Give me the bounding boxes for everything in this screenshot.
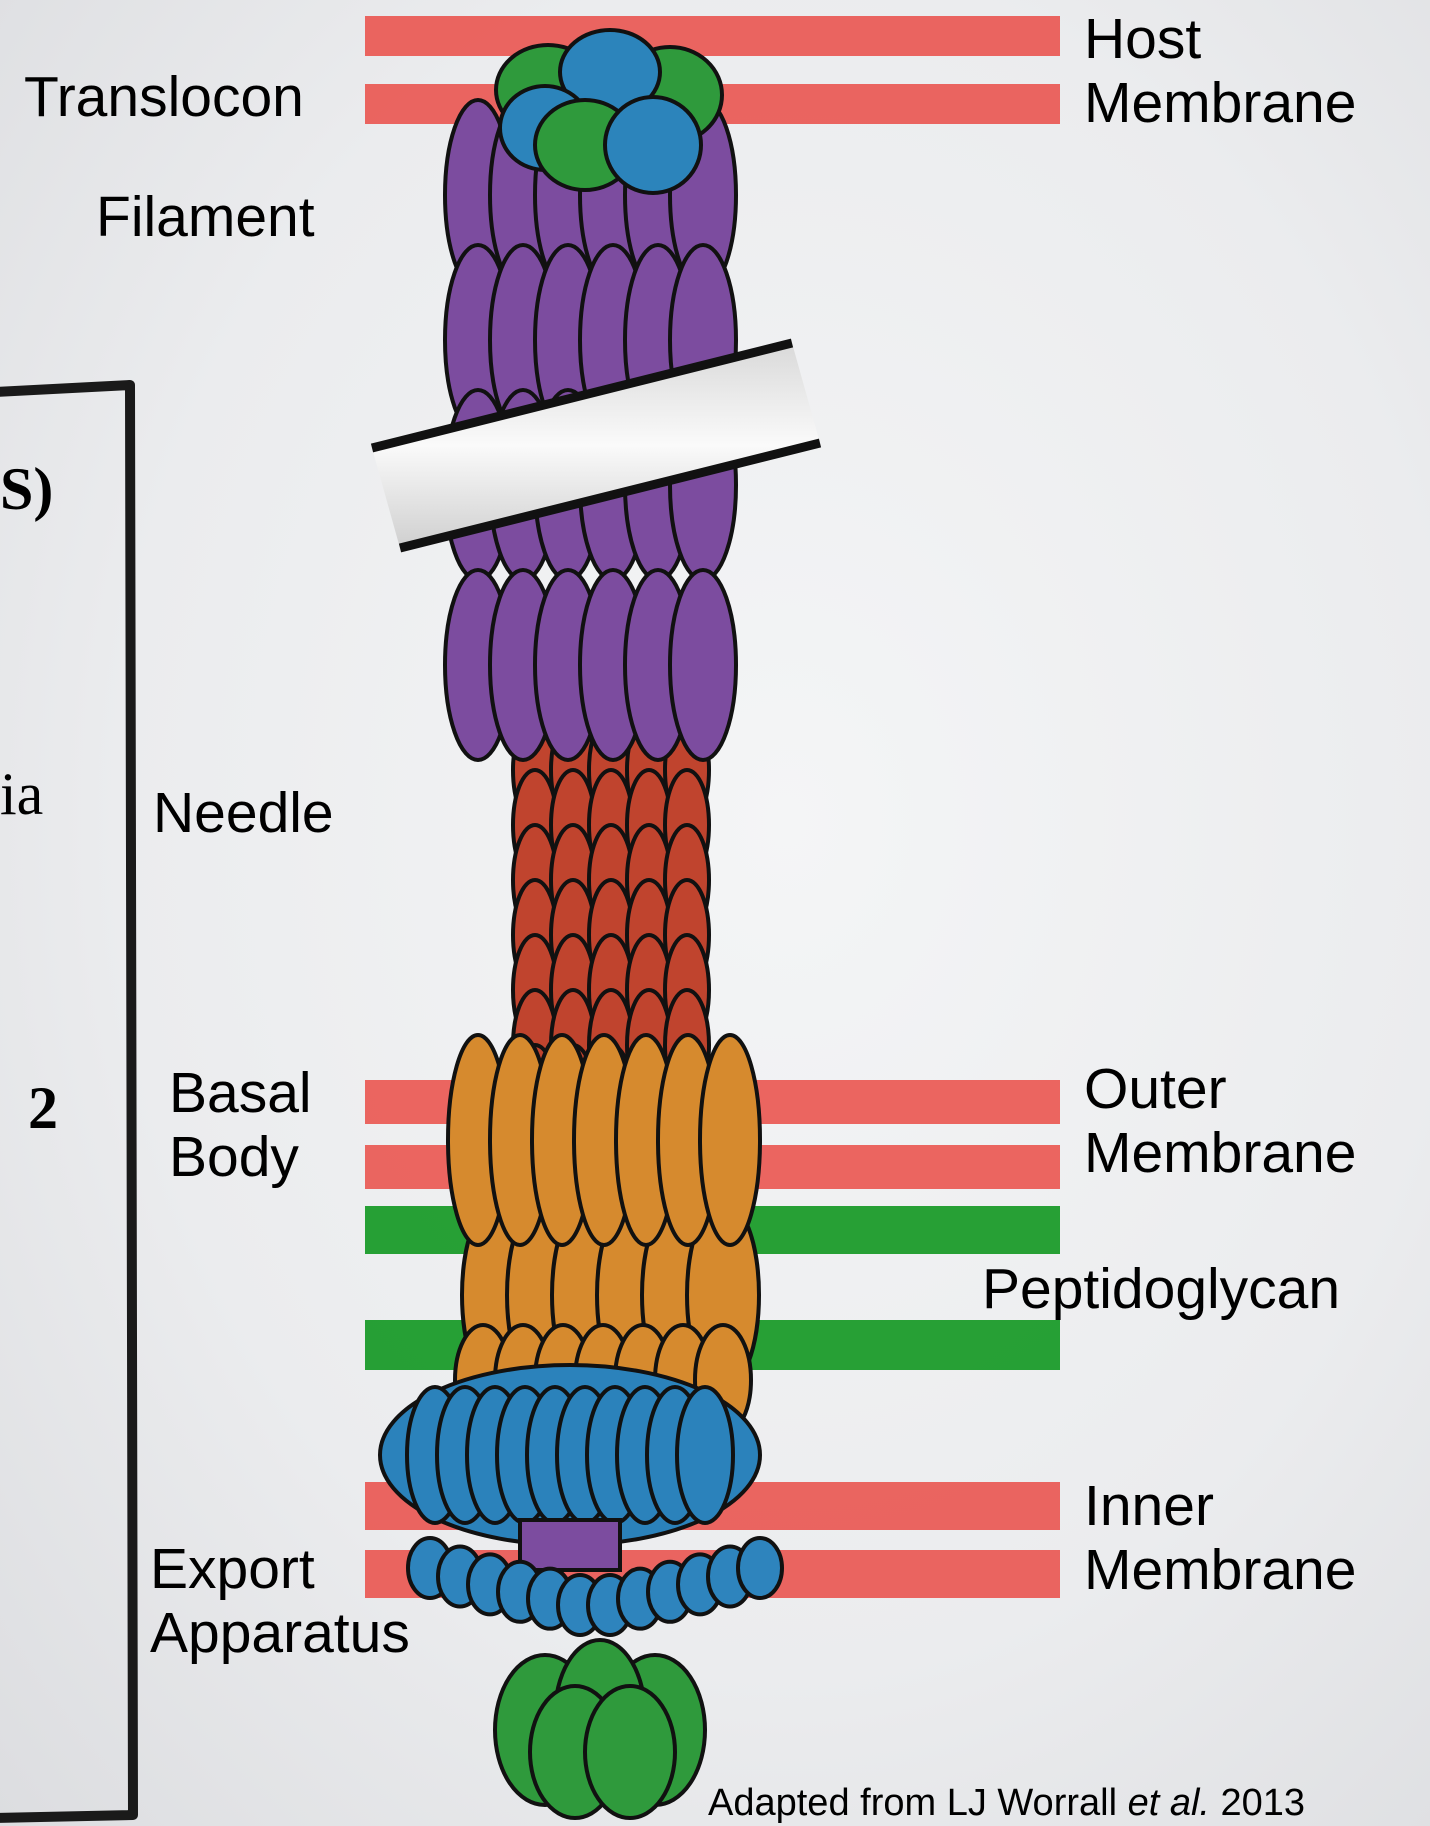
credit-suffix: 2013 — [1210, 1782, 1305, 1824]
export-base-lobe — [585, 1686, 675, 1818]
filament-label: Filament — [96, 186, 315, 250]
outer-membrane-label-line2: Membrane — [1084, 1122, 1356, 1186]
export-apparatus-core — [520, 1520, 620, 1570]
basal-body-subunit — [700, 1035, 760, 1245]
basal-ring-subunit — [677, 1387, 733, 1523]
export-apparatus-base — [495, 1640, 705, 1818]
credit-prefix: Adapted from LJ Worrall — [708, 1782, 1128, 1824]
host-membrane-label: Host Membrane — [1084, 8, 1356, 136]
side-panel — [0, 385, 133, 1818]
export-apparatus-label: Export Apparatus — [150, 1538, 410, 1666]
side-panel-fragment: 2 — [28, 1074, 58, 1143]
export-apparatus-subunit — [738, 1538, 782, 1598]
credit-italic: et al. — [1128, 1782, 1210, 1824]
translocon-subunit — [605, 97, 701, 193]
inner-membrane-label-line2: Membrane — [1084, 1539, 1356, 1603]
host-membrane-label-line1: Host — [1084, 8, 1356, 72]
basal-body-label-line2: Body — [169, 1126, 312, 1190]
peptidoglycan-label: Peptidoglycan — [982, 1258, 1340, 1322]
filament-subunit — [670, 570, 736, 760]
basal-body-label: Basal Body — [169, 1062, 312, 1190]
needle-label: Needle — [153, 782, 334, 846]
inner-membrane-label: Inner Membrane — [1084, 1475, 1356, 1603]
inner-membrane-label-line1: Inner — [1084, 1475, 1356, 1539]
outer-membrane-label: Outer Membrane — [1084, 1058, 1356, 1186]
export-apparatus-label-line2: Apparatus — [150, 1602, 410, 1666]
side-panel-fragment: S) — [0, 455, 53, 524]
host-membrane-upper-band — [365, 16, 1060, 56]
basal-body-label-line1: Basal — [169, 1062, 312, 1126]
host-membrane-label-line2: Membrane — [1084, 72, 1356, 136]
side-panel-border — [0, 385, 133, 1818]
export-apparatus-label-line1: Export — [150, 1538, 410, 1602]
translocon-label: Translocon — [24, 66, 304, 130]
outer-membrane-label-line1: Outer — [1084, 1058, 1356, 1122]
translocon — [496, 30, 722, 193]
side-panel-fragment: ia — [0, 760, 43, 829]
source-credit: Adapted from LJ Worrall et al. 2013 — [708, 1782, 1305, 1825]
